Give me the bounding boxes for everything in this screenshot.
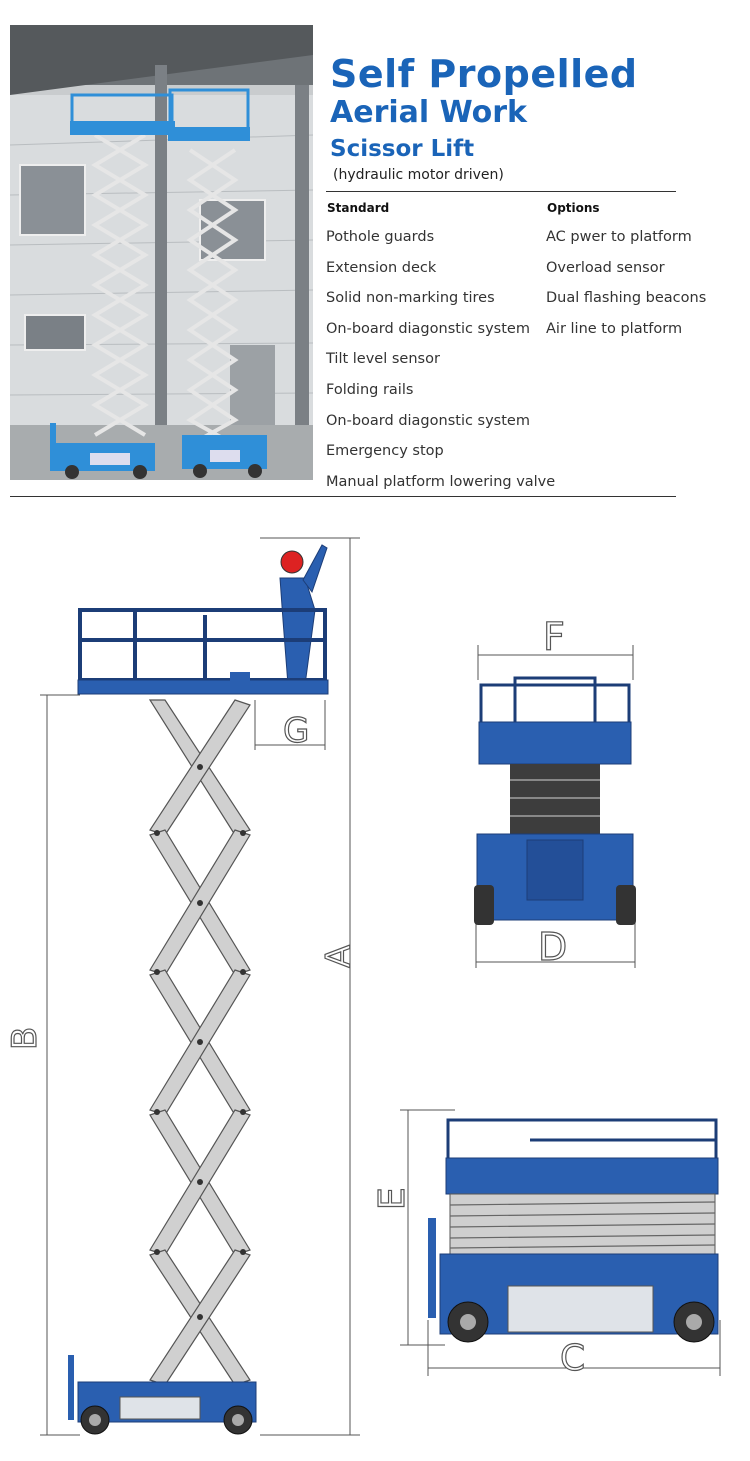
technical-drawings: A B G F D [4,537,721,1436]
standard-item: On-board diagonstic system [326,413,530,429]
dimension-c-label: C [560,1338,585,1379]
dimension-d-label: D [538,925,567,969]
option-item: Dual flashing beacons [546,290,707,306]
standard-item: Tilt level sensor [326,351,440,367]
spec-divider [10,496,676,497]
dimension-e-label: E [372,1187,413,1210]
dimension-g-label: G [283,711,309,751]
option-item: Overload sensor [546,260,665,276]
standard-item: Extension deck [326,260,437,276]
standard-item: Folding rails [326,382,414,398]
options-heading: Options [547,201,600,215]
standard-item: Pothole guards [326,229,435,245]
standard-heading: Standard [327,201,390,215]
dimension-a-label: A [319,945,359,968]
worker-helmet-icon [280,550,304,574]
side-view-drawing: A B G [4,537,360,1436]
standard-item: Solid non-marking tires [326,290,495,306]
dimension-b-label: B [5,1027,45,1050]
standard-item: Manual platform lowering valve [326,474,556,490]
option-item: Air line to platform [546,321,683,337]
title-line-3: Scissor Lift [330,136,475,162]
option-item: AC pwer to platform [546,229,692,245]
title-line-1: Self Propelled [330,52,638,96]
standard-item: Emergency stop [326,443,444,459]
header-divider [326,191,676,192]
stowed-view-drawing: E C [371,1109,721,1380]
product-photo [10,25,313,480]
front-view-drawing: F D [474,614,636,970]
subtitle: (hydraulic motor driven) [333,167,504,183]
dimension-f-label: F [543,615,565,659]
warehouse-photo-illustration [10,25,313,480]
standard-item: On-board diagonstic system [326,321,530,337]
title-line-2: Aerial Work [330,95,527,130]
